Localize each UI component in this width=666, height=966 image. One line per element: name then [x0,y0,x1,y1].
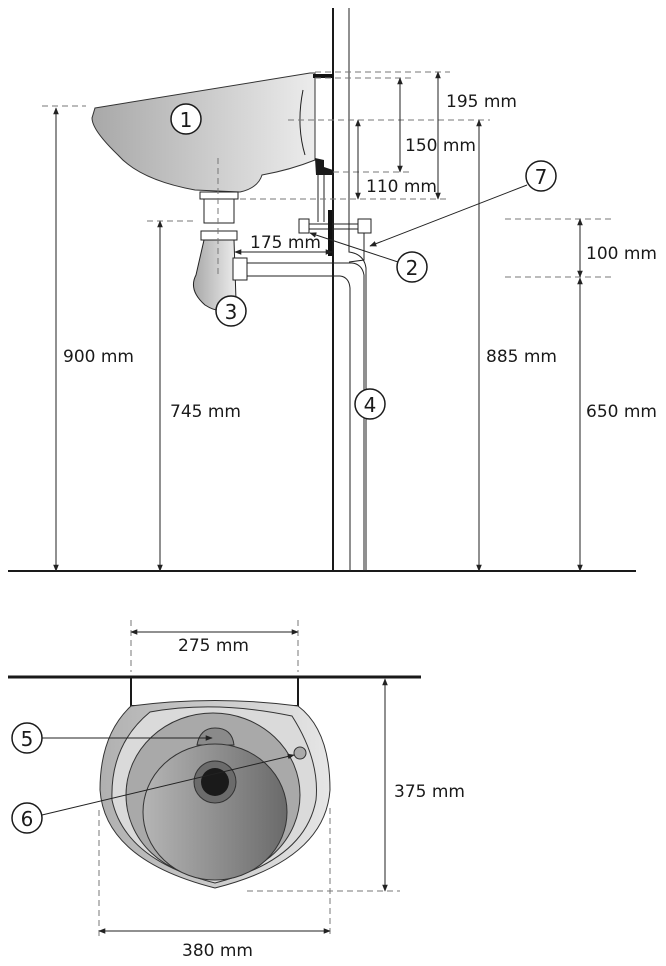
svg-text:2: 2 [406,256,419,280]
drain-flange [199,191,239,200]
callout-3: 3 [215,295,247,327]
dim-375: 375 mm [394,782,465,802]
dim-100: 100 mm [586,244,657,264]
callout-6: 6 [11,802,43,834]
dim-110: 110 mm [366,177,437,197]
svg-text:1: 1 [180,108,193,132]
dim-175: 175 mm [250,233,321,253]
basin-side [91,72,316,193]
svg-text:4: 4 [364,393,377,417]
svg-text:6: 6 [21,807,34,831]
side-view: 900 mm 745 mm 885 mm 195 mm 150 mm 110 m… [8,8,657,572]
top-view: 275 mm 375 mm 380 mm 5 6 [8,620,465,961]
dim-900: 900 mm [63,347,134,367]
tap-hole [293,746,307,760]
callout-7: 7 [525,160,557,192]
dim-650: 650 mm [586,402,657,422]
basin-bracket [315,158,333,175]
svg-text:3: 3 [225,300,238,324]
svg-text:7: 7 [535,165,548,189]
dim-885: 885 mm [486,347,557,367]
drain-pipe [247,262,365,571]
callout-2: 2 [396,251,428,283]
callout-1: 1 [170,103,202,135]
callout-5: 5 [11,722,43,754]
dim-380: 380 mm [182,941,253,961]
dim-150: 150 mm [405,136,476,156]
wall-inner-line [348,8,367,571]
svg-text:5: 5 [21,727,34,751]
callout-4: 4 [354,388,386,420]
bowl [142,743,288,881]
dim-195: 195 mm [446,92,517,112]
angle-valve [298,218,310,234]
dim-745: 745 mm [170,402,241,422]
dim-275: 275 mm [178,636,249,656]
